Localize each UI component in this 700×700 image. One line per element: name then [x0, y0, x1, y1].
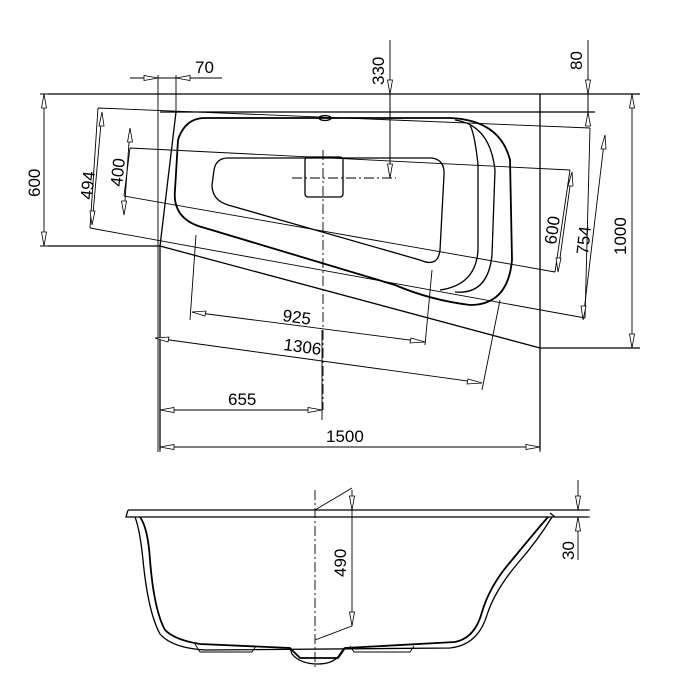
dimension-arrowheads — [41, 75, 635, 450]
outer-outline — [48, 93, 640, 450]
dim-text-80: 80 — [567, 51, 586, 70]
section-view: 490 30 — [125, 480, 590, 668]
dim-text-1306: 1306 — [282, 335, 322, 359]
dim-text-70: 70 — [195, 58, 214, 77]
arrow-490-top — [349, 495, 355, 511]
basin-frame — [123, 147, 571, 273]
section-drain — [289, 647, 345, 665]
dim-text-330: 330 — [369, 57, 388, 85]
basin-floor — [211, 157, 445, 264]
dim-text-754: 754 — [573, 225, 595, 255]
rim-outline — [159, 111, 595, 247]
dim-text-925: 925 — [281, 306, 312, 329]
dim-line-754 — [582, 134, 606, 321]
arrow-490-bottom — [349, 611, 355, 627]
dim-line-600-right — [557, 171, 573, 273]
dim-text-400: 400 — [107, 157, 129, 187]
drain-square — [304, 156, 344, 198]
section-rim-underside — [125, 509, 588, 518]
dim-text-1500: 1500 — [326, 427, 364, 446]
dim-text-600-right: 600 — [541, 215, 564, 246]
dim-line-925 — [191, 311, 426, 343]
inner-basin — [173, 117, 513, 306]
dim-line-494 — [91, 111, 103, 226]
dim-text-30: 30 — [559, 541, 578, 560]
dim-text-490: 490 — [331, 549, 350, 577]
rim-contour-right — [454, 119, 496, 293]
section-feet — [194, 643, 415, 653]
dim-text-600-left: 600 — [25, 169, 44, 197]
dim-text-1000: 1000 — [611, 217, 630, 255]
plan-view: 70 330 80 600 494 400 600 754 1000 925 1… — [25, 40, 640, 452]
arrow-30-bottom — [575, 516, 581, 532]
section-inner-profile — [134, 516, 553, 651]
dim-text-655: 655 — [228, 390, 256, 409]
section-extension-lines — [314, 480, 590, 641]
dim-line-400 — [123, 127, 131, 216]
overflow-mark — [318, 114, 332, 122]
section-outer-profile — [139, 516, 549, 659]
rim-parallelogram — [89, 107, 591, 319]
rim-contour-right-2 — [439, 124, 479, 291]
arrow-30-top — [575, 495, 581, 511]
dim-text-494: 494 — [77, 170, 99, 200]
dim-line-1306 — [154, 337, 483, 384]
